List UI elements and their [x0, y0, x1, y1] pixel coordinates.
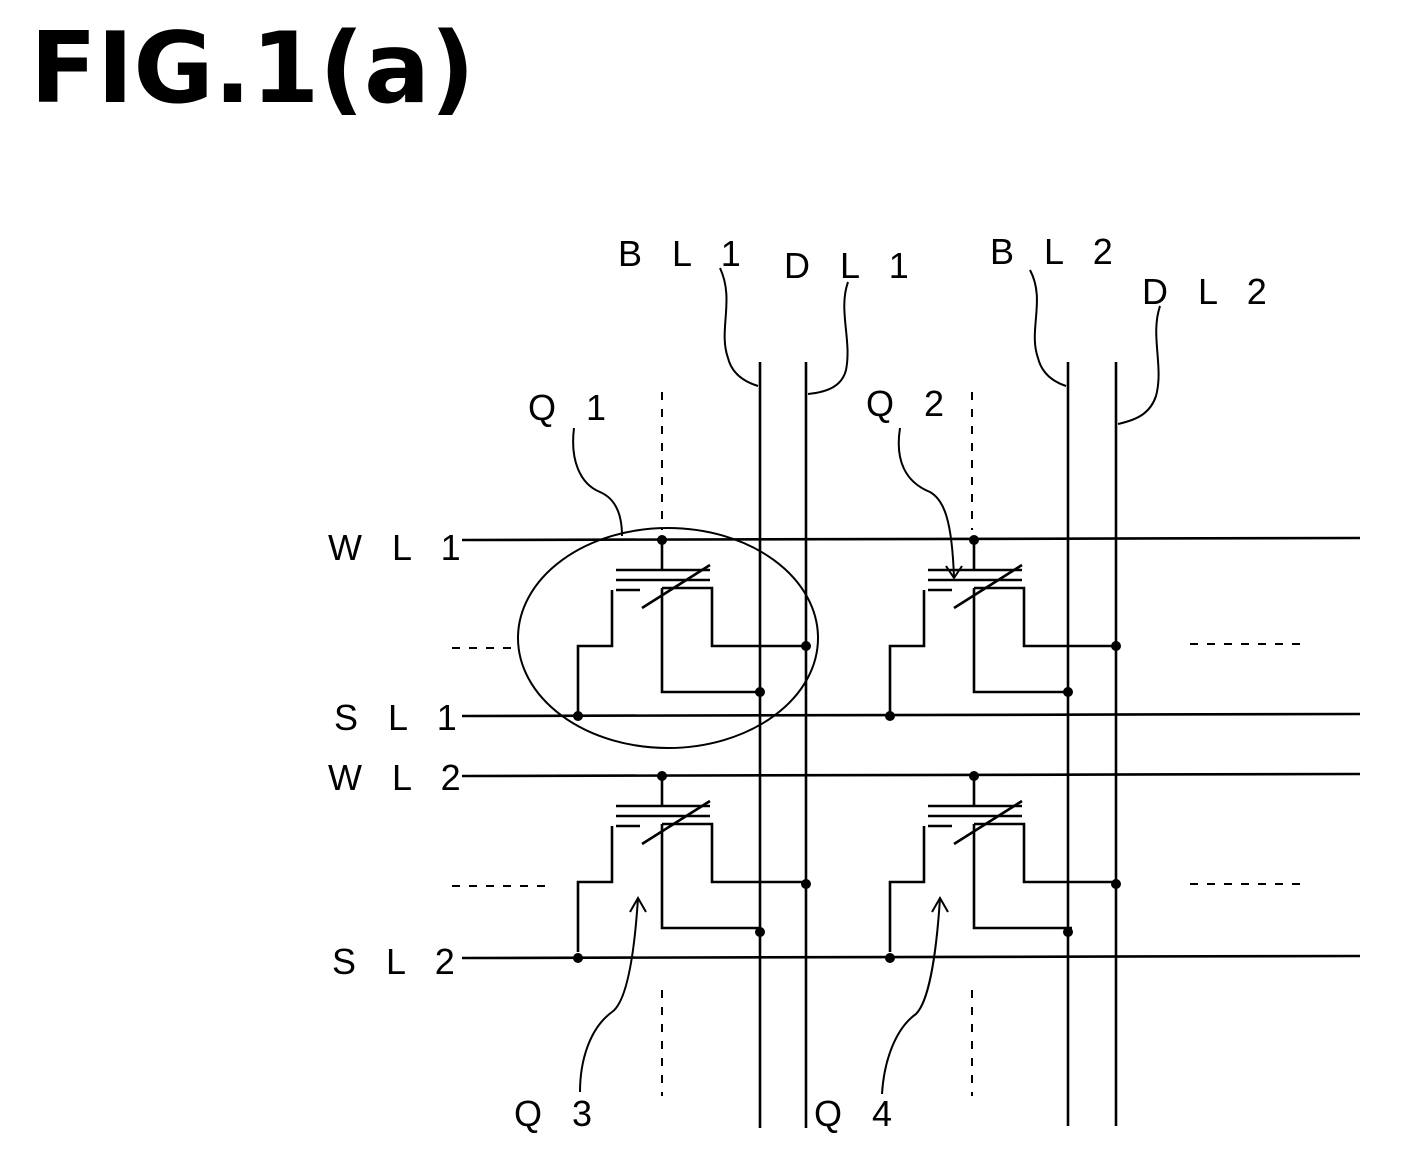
word-line-wl2	[462, 774, 1360, 776]
label-sl1: S L 1	[334, 697, 467, 738]
leader-q3	[580, 898, 638, 1092]
label-bl1: B L 1	[618, 233, 751, 274]
leader-q1	[573, 428, 622, 536]
leader-q2	[899, 428, 954, 578]
memory-cell-q3	[578, 776, 806, 952]
source-line-sl2	[462, 956, 1360, 958]
memory-cell-q4	[890, 776, 1118, 952]
word-line-wl1	[462, 538, 1360, 540]
leader-bl1	[720, 268, 758, 386]
figure-title: FIG.1(a)	[30, 12, 475, 126]
label-wl2: W L 2	[328, 757, 471, 798]
memory-cell-q2	[890, 540, 1118, 716]
label-sl2: S L 2	[332, 941, 465, 982]
label-dl2: D L 2	[1142, 271, 1277, 312]
label-dl1: D L 1	[784, 245, 919, 286]
source-line-sl1	[462, 714, 1360, 716]
label-q1: Q 1	[528, 387, 616, 428]
label-q3: Q 3	[514, 1093, 602, 1134]
label-q4: Q 4	[814, 1093, 902, 1134]
label-wl1: W L 1	[328, 527, 471, 568]
leader-dl1	[808, 282, 848, 394]
leader-bl2	[1030, 270, 1066, 386]
label-q2: Q 2	[866, 383, 954, 424]
memory-cell-q1	[578, 540, 806, 716]
leader-dl2	[1118, 306, 1160, 424]
label-bl2: B L 2	[990, 231, 1123, 272]
